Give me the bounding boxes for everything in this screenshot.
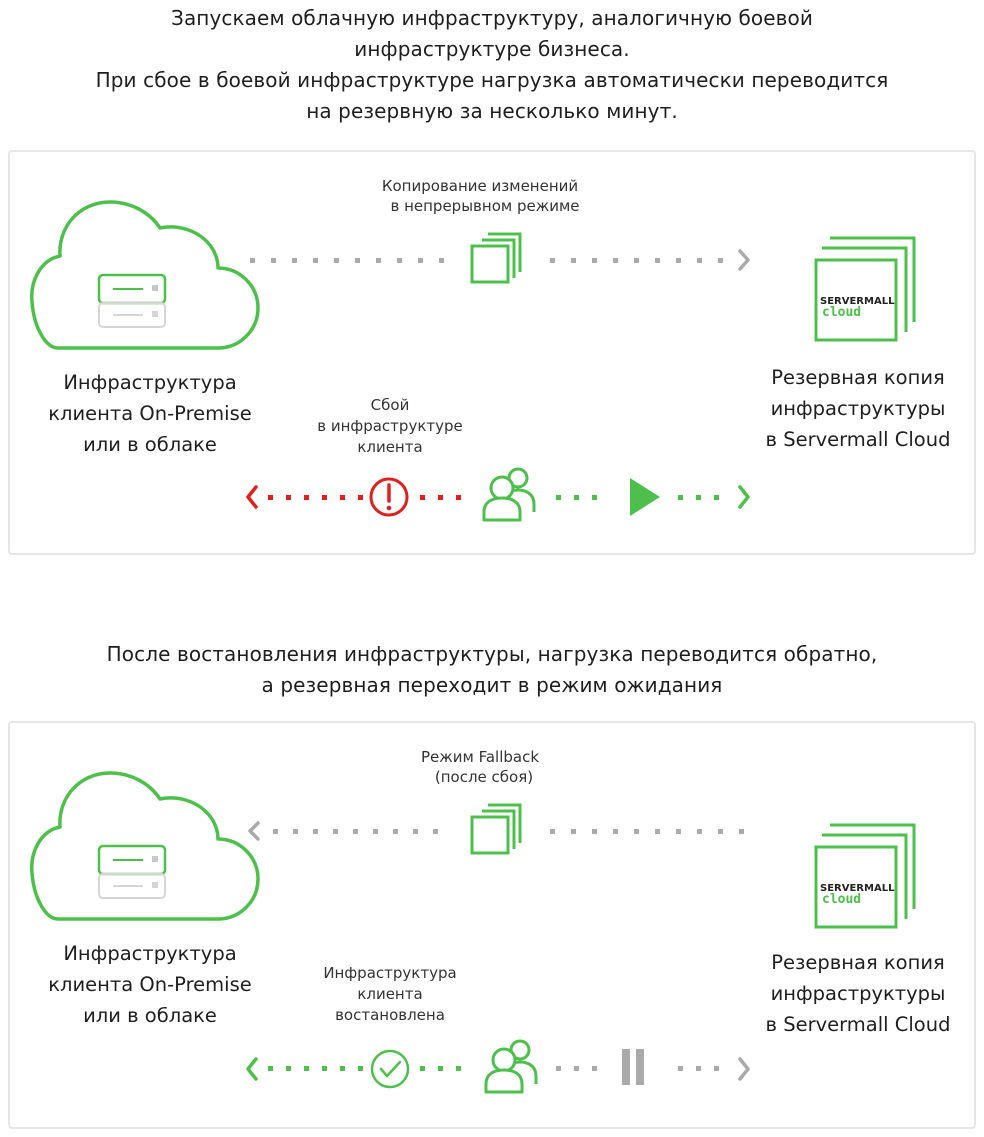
client-label-line-2: клиента On-Premise: [48, 973, 252, 996]
brand-servermall: SERVERMALL: [820, 883, 895, 894]
users-icon: [482, 467, 536, 522]
chevron-left-icon: [246, 485, 258, 509]
gray-dots: [556, 1066, 719, 1071]
restored-label-line-3: востановлена: [335, 1006, 445, 1024]
backup-label-line-1: Резервная копия: [771, 951, 945, 974]
brand-cloud: cloud: [822, 892, 861, 907]
server-icon: [97, 844, 167, 899]
copy-label-line-1: Копирование изменений: [381, 177, 579, 195]
middle-line-1: После востановления инфраструктуры, нагр…: [106, 642, 878, 666]
client-label-line-3: или в облаке: [83, 1004, 217, 1027]
restore-dots: [268, 1066, 461, 1071]
fallback-label-line-2: (после сбоя): [434, 768, 534, 786]
intro-line-2: инфраструктуре бизнеса.: [354, 37, 630, 61]
chevron-right-green-icon: [738, 485, 750, 509]
backup-label-line-3: в Servermall Cloud: [765, 428, 951, 451]
server-icon: [97, 273, 167, 328]
brand-cloud: cloud: [822, 305, 861, 320]
middle-line-2: а резервная переходит в режим ожидания: [261, 673, 723, 697]
failover-diagram: SERVERMALL cloud: [30, 200, 916, 522]
intro-line-4: на резервную за несколько минут.: [306, 99, 678, 123]
backup-label-line-3: в Servermall Cloud: [765, 1013, 951, 1036]
backup-label-line-2: инфраструктуры: [770, 397, 946, 420]
check-circle-icon: [370, 1049, 410, 1089]
failure-label-line-1: Сбой: [370, 396, 410, 414]
chevron-left-green-icon: [246, 1057, 258, 1081]
pause-icon: [622, 1049, 644, 1085]
chevron-right-icon: [738, 1057, 750, 1081]
copy-label-line-2: в непрерывном режиме: [390, 197, 580, 215]
fallback-label-line-1: Режим Fallback: [420, 748, 540, 766]
restored-label-line-1: Инфраструктура: [323, 964, 457, 982]
failure-label-line-2: в инфраструктуре: [317, 417, 463, 435]
restored-label: Инфраструктура клиента востановлена: [290, 963, 490, 1026]
chevron-left-icon: [248, 821, 260, 841]
replication-dots: [250, 258, 723, 263]
alert-icon: [369, 477, 409, 517]
fallback-caption: После востановления инфраструктуры, нагр…: [0, 639, 984, 701]
fallback-panel: SERVERMALL cloud: [8, 721, 976, 1129]
failure-dots: [268, 495, 461, 500]
client-label: Инфраструктура клиента On-Premise или в …: [30, 367, 270, 460]
backup-label: Резервная копия инфраструктуры в Serverm…: [748, 362, 968, 455]
copy-label: Копирование изменений в непрерывном режи…: [310, 176, 650, 216]
client-cloud-icon: [30, 771, 260, 921]
failure-label: Сбой в инфраструктуре клиента: [290, 395, 490, 458]
green-dots: [556, 495, 719, 500]
users-icon: [484, 1039, 538, 1094]
backup-label-line-2: инфраструктуры: [770, 982, 946, 1005]
client-cloud-icon: [30, 200, 260, 350]
restored-label-line-2: клиента: [357, 985, 423, 1003]
intro-caption: Запускаем облачную инфраструктуру, анало…: [0, 3, 984, 127]
client-label-line-1: Инфраструктура: [63, 942, 237, 965]
fallback-diagram: SERVERMALL cloud: [30, 771, 916, 1094]
servermall-cloud-icon: [814, 236, 916, 342]
copy-icon: [470, 803, 522, 855]
client-label-line-2: клиента On-Premise: [48, 402, 252, 425]
fallback-dots: [273, 829, 744, 834]
fallback-label: Режим Fallback (после сбоя): [310, 747, 650, 787]
chevron-right-icon: [738, 249, 750, 271]
client-label: Инфраструктура клиента On-Premise или в …: [30, 938, 270, 1031]
copy-icon: [470, 232, 522, 284]
intro-line-1: Запускаем облачную инфраструктуру, анало…: [171, 6, 813, 30]
client-label-line-3: или в облаке: [83, 433, 217, 456]
brand-servermall: SERVERMALL: [820, 296, 895, 307]
client-label-line-1: Инфраструктура: [63, 371, 237, 394]
failover-panel: SERVERMALL cloud: [8, 150, 976, 555]
backup-label: Резервная копия инфраструктуры в Serverm…: [748, 947, 968, 1040]
servermall-cloud-icon: [814, 823, 916, 929]
failure-label-line-3: клиента: [357, 438, 423, 456]
play-icon: [630, 478, 660, 516]
intro-line-3: При сбое в боевой инфраструктуре нагрузк…: [95, 68, 889, 92]
backup-label-line-1: Резервная копия: [771, 366, 945, 389]
